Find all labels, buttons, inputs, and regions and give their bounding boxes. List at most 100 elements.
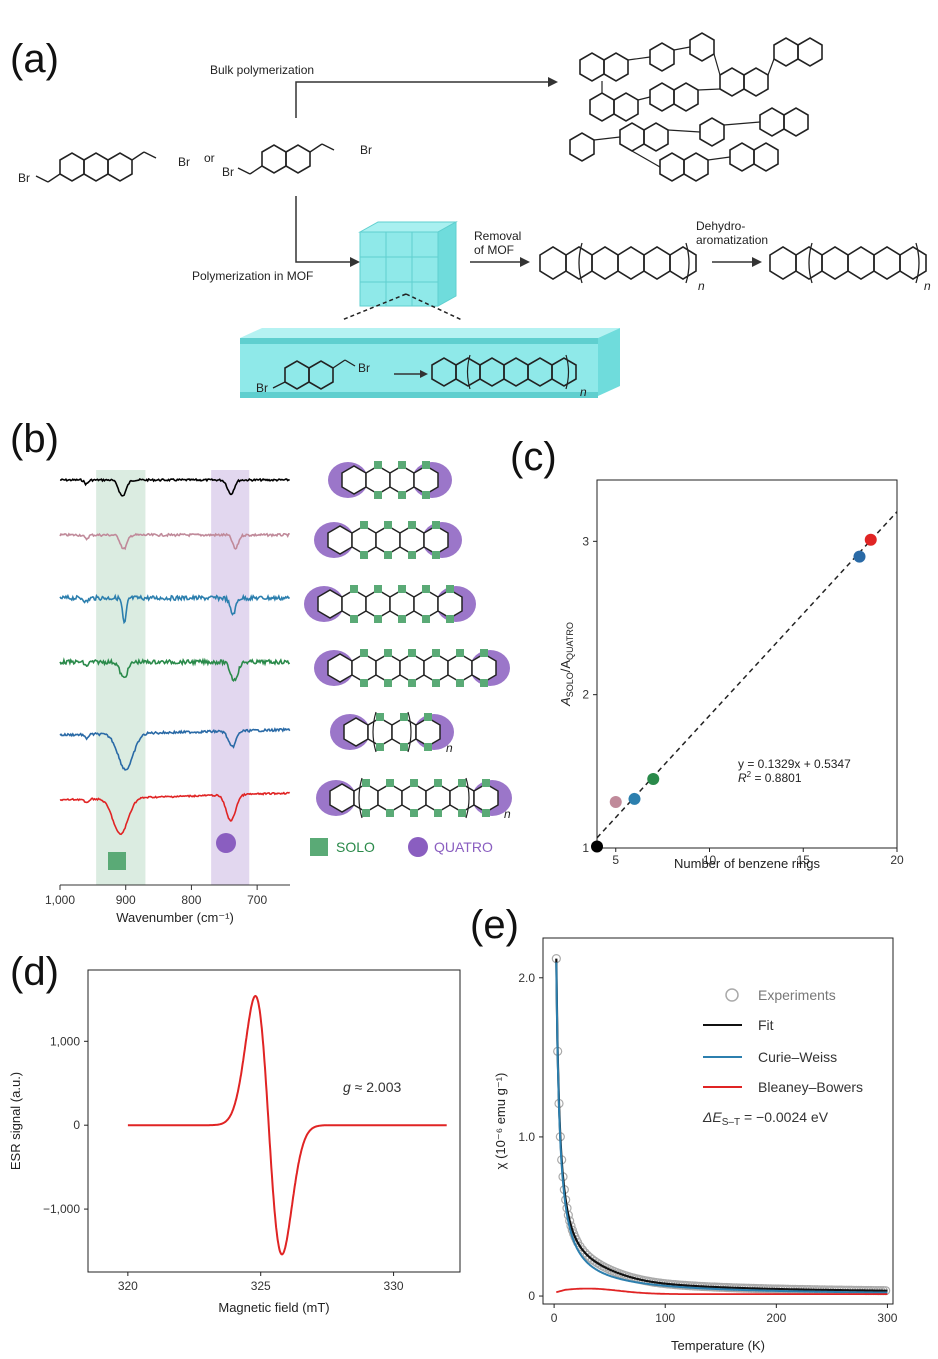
- removal-label-2: of MOF: [474, 243, 514, 257]
- or-label: or: [204, 151, 215, 165]
- solo-site: [398, 615, 406, 623]
- c-x-axis-title: Number of benzene rings: [674, 856, 820, 871]
- c-data-point: [609, 796, 622, 808]
- b-x-axis-title: Wavenumber (cm⁻¹): [116, 910, 234, 925]
- solo-legend-square: [310, 838, 328, 856]
- solo-site: [422, 491, 430, 499]
- benzene-ring: [351, 653, 377, 683]
- e-y-axis-title: χ (10⁻⁶ emu g⁻¹): [493, 1073, 508, 1170]
- solo-site: [456, 649, 464, 657]
- solo-site: [398, 491, 406, 499]
- molecule-cartoons: nn: [304, 461, 512, 821]
- delta-annotation: ΔES–T = −0.0024 eV: [702, 1109, 829, 1128]
- benzene-ring: [327, 525, 353, 555]
- bulk-polymerization-label: Bulk polymerization: [210, 63, 314, 77]
- solo-site: [350, 615, 358, 623]
- c-data-point: [853, 550, 866, 563]
- br-label-3: Br: [360, 143, 372, 157]
- quatro-legend-circle: [408, 837, 428, 857]
- anthracene-monomer: [35, 151, 157, 183]
- solo-site: [434, 809, 442, 817]
- e-experiment-point: [590, 1256, 600, 1266]
- benzene-ring: [437, 589, 463, 619]
- solo-site: [374, 585, 382, 593]
- d-x-axis-title: Magnetic field (mT): [218, 1300, 329, 1315]
- benzene-ring: [391, 717, 417, 747]
- solo-site: [458, 779, 466, 787]
- g-annotation: g ≈ 2.003: [343, 1079, 402, 1095]
- br-label-5: Br: [358, 361, 370, 375]
- d-y-axis-title: ESR signal (a.u.): [8, 1072, 23, 1170]
- solo-site: [482, 779, 490, 787]
- dihydro-polymer-chain: [539, 242, 697, 284]
- solo-site: [374, 461, 382, 469]
- benzene-ring: [343, 717, 369, 747]
- benzene-ring: [473, 783, 499, 813]
- c-data-point: [591, 840, 603, 853]
- c-x-tick-label: 5: [612, 853, 619, 867]
- ir-trace-3: [59, 593, 290, 625]
- benzene-ring: [329, 783, 355, 813]
- solo-site: [424, 743, 432, 751]
- c-y-axis-title: ASOLO/AQUATRO: [558, 622, 575, 707]
- d-x-tick-label: 330: [384, 1279, 404, 1293]
- c-plot-frame: [596, 479, 898, 849]
- e-bleaney-bowers-curve: [556, 1287, 888, 1295]
- benzene-ring: [389, 589, 415, 619]
- benzene-ring: [375, 525, 401, 555]
- mof-arrow: [295, 196, 350, 263]
- experiments-legend-marker: [725, 988, 739, 1002]
- e-x-tick-label: 0: [551, 1311, 558, 1325]
- e-x-tick-label: 200: [766, 1311, 786, 1325]
- n-subscript: n: [504, 807, 511, 821]
- e-plot-frame: [542, 937, 894, 1305]
- solo-site: [384, 551, 392, 559]
- c-y-tick-label: 1: [582, 841, 589, 855]
- benzene-ring: [425, 783, 451, 813]
- ir-trace-4: [59, 657, 291, 682]
- mof-channel: [240, 328, 620, 398]
- b-x-tick-label: 1,000: [45, 893, 75, 907]
- e-y-tick-label: 1.0: [518, 1130, 535, 1144]
- b-x-tick-label: 800: [181, 893, 201, 907]
- solo-site: [408, 649, 416, 657]
- benzene-ring: [367, 717, 393, 747]
- e-legend: Experiments Fit Curie–Weiss Bleaney–Bowe…: [702, 987, 863, 1128]
- br-label-4: Br: [222, 165, 234, 179]
- benzene-ring: [423, 525, 449, 555]
- legend-curie-weiss: Curie–Weiss: [758, 1049, 837, 1065]
- c-data-point: [628, 792, 641, 805]
- c-data-point: [864, 533, 877, 546]
- c-x-tick-label: 10: [703, 853, 717, 867]
- aromatic-polymer-chain: [769, 242, 927, 284]
- legend-fit: Fit: [758, 1017, 774, 1033]
- solo-site: [408, 679, 416, 687]
- e-curie-weiss-curve: [555, 962, 888, 1294]
- d-x-tick-label: 325: [251, 1279, 271, 1293]
- e-y-tick-label: 0: [528, 1289, 535, 1303]
- b-x-tick-label: 900: [116, 893, 136, 907]
- benzene-ring: [449, 783, 475, 813]
- panel-b-label: (b): [10, 417, 59, 461]
- ir-trace-6: [59, 791, 291, 836]
- solo-site: [480, 649, 488, 657]
- benzene-ring: [351, 525, 377, 555]
- solo-site: [386, 809, 394, 817]
- e-x-tick-label: 100: [655, 1311, 675, 1325]
- solo-site: [446, 615, 454, 623]
- d-plot-frame: [87, 969, 461, 1273]
- benzene-ring: [413, 465, 439, 495]
- benzene-ring: [317, 589, 343, 619]
- panel-c-label: (c): [510, 435, 557, 479]
- c-data-point: [647, 773, 660, 785]
- br-label-6: Br: [256, 381, 268, 395]
- c-y-tick-label: 2: [582, 688, 589, 702]
- solo-site: [456, 679, 464, 687]
- solo-site: [432, 521, 440, 529]
- solo-site: [434, 779, 442, 787]
- c-points: [591, 533, 877, 853]
